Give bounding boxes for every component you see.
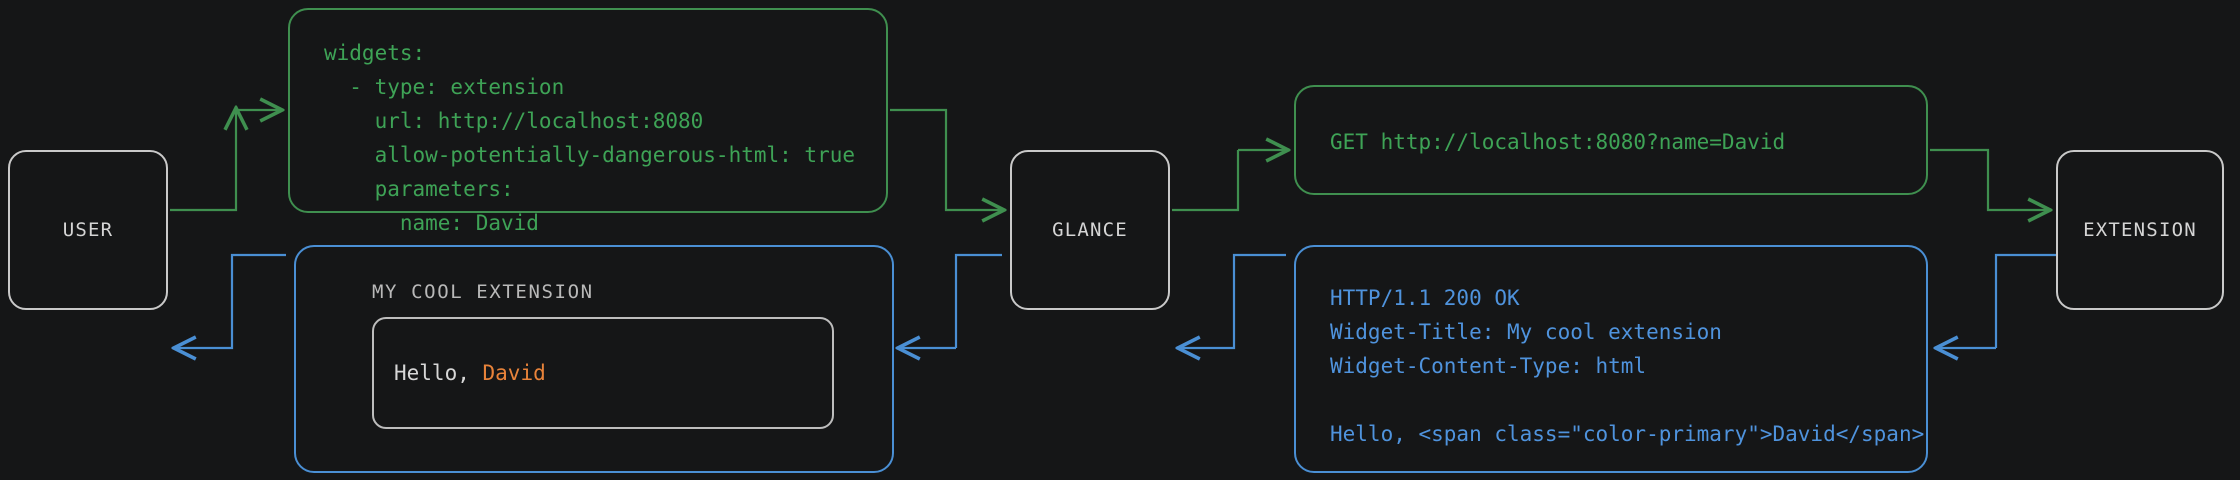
node-extension[interactable]: EXTENSION — [2056, 150, 2224, 310]
node-user-label: USER — [62, 219, 114, 241]
widget-title: MY COOL EXTENSION — [372, 281, 594, 303]
panel-rendered-widget: MY COOL EXTENSION Hello, David — [294, 245, 894, 473]
http-request-text: GET http://localhost:8080?name=David — [1330, 130, 1786, 154]
wire-glance-to-render — [954, 253, 1002, 348]
widget-name-highlight: David — [482, 361, 546, 385]
wire-render-to-user — [176, 253, 286, 348]
wire-response-to-glance — [1180, 253, 1286, 348]
node-user[interactable]: USER — [8, 150, 168, 310]
node-extension-label: EXTENSION — [2083, 219, 2197, 241]
http-response-text: HTTP/1.1 200 OK Widget-Title: My cool ex… — [1330, 286, 1925, 447]
panel-http-response: HTTP/1.1 200 OK Widget-Title: My cool ex… — [1294, 245, 1928, 473]
widget-greeting: Hello, — [394, 361, 483, 385]
node-glance-label: GLANCE — [1052, 219, 1128, 241]
wire-config-to-glance — [890, 108, 1002, 210]
wire-user-to-config — [170, 110, 236, 212]
panel-yaml-config: widgets: - type: extension url: http://l… — [288, 8, 888, 235]
wire-extension-to-response — [1994, 253, 2056, 348]
panel-http-request: GET http://localhost:8080?name=David — [1294, 85, 1928, 195]
wire-request-to-extension — [1930, 148, 2048, 210]
yaml-config-text: widgets: - type: extension url: http://l… — [324, 41, 856, 236]
widget-card: Hello, David — [372, 317, 834, 429]
widget-body: Hello, David — [394, 361, 546, 385]
node-glance[interactable]: GLANCE — [1010, 150, 1170, 310]
wire-glance-to-request — [1172, 150, 1240, 212]
